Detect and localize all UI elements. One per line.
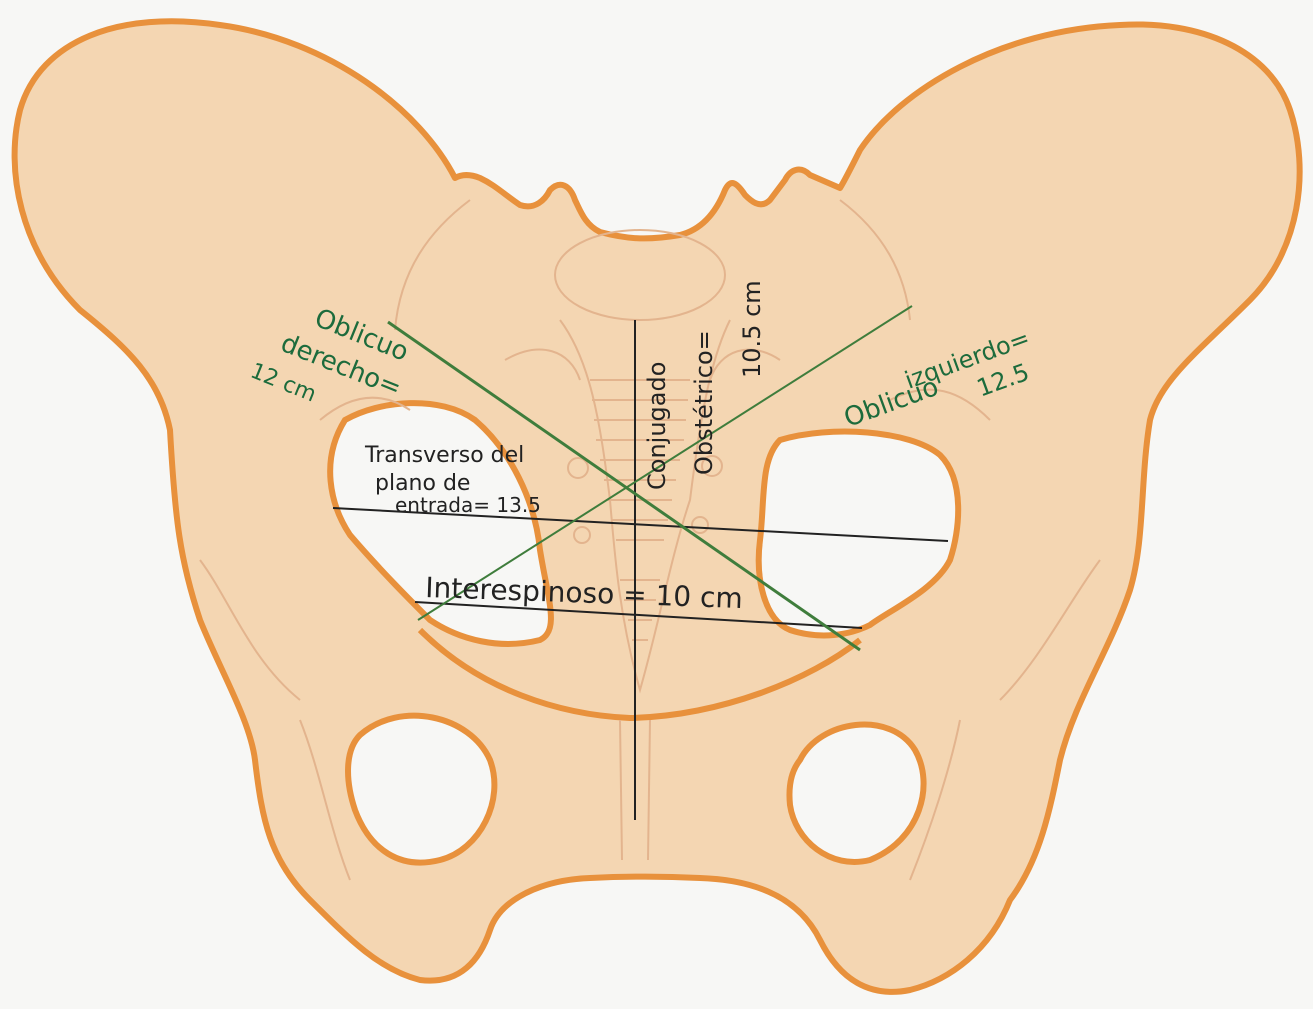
transverso-line3: entrada= 13.5 <box>395 493 541 517</box>
conjugado-line1: Conjugado <box>643 362 671 490</box>
pelvis-outline <box>15 21 1300 992</box>
transverso-line1: Transverso del <box>364 443 524 468</box>
obturator-foramen-left <box>348 716 494 863</box>
conjugado-line3: 10.5 cm <box>738 280 766 378</box>
conjugado-line2: Obstétrico= <box>690 330 718 475</box>
